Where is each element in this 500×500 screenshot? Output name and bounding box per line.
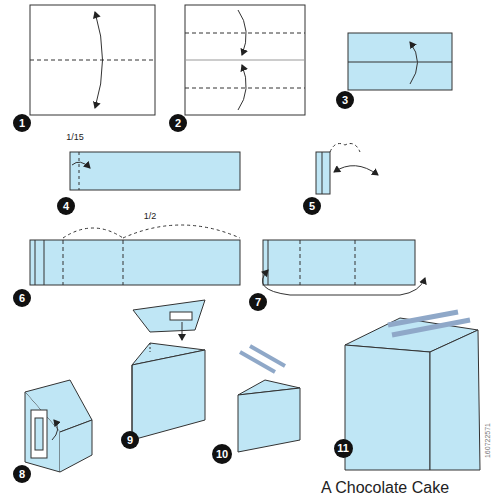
step-number: 2 (169, 114, 187, 132)
step-number-text: 8 (19, 469, 25, 480)
step-number: 8 (13, 465, 31, 483)
step-number: 7 (249, 293, 267, 311)
step-number-text: 7 (255, 297, 261, 308)
step-number-text: 2 (175, 118, 181, 129)
step-number-text: 9 (127, 435, 133, 446)
step-number-text: 5 (309, 201, 315, 212)
watermark-id: 160722571 (484, 422, 491, 457)
step-number: 10 (212, 444, 232, 464)
step-number: 9 (121, 431, 139, 449)
step-number-text: 10 (216, 449, 228, 460)
step-number: 11 (334, 439, 353, 458)
step-number: 1 (13, 114, 31, 132)
step-number: 6 (13, 289, 31, 307)
step-number-text: 11 (337, 443, 349, 454)
step-number-text: 4 (63, 201, 69, 212)
step-number: 4 (57, 197, 75, 215)
fraction-label: 1/15 (66, 133, 84, 142)
step-number: 3 (336, 91, 354, 109)
step-number-text: 3 (342, 95, 348, 106)
title: A Chocolate Cake (321, 479, 449, 497)
fraction-label: 1/2 (144, 212, 157, 221)
step-number: 5 (303, 197, 321, 215)
step-number-text: 1 (19, 118, 25, 129)
step-number-text: 6 (19, 293, 25, 304)
